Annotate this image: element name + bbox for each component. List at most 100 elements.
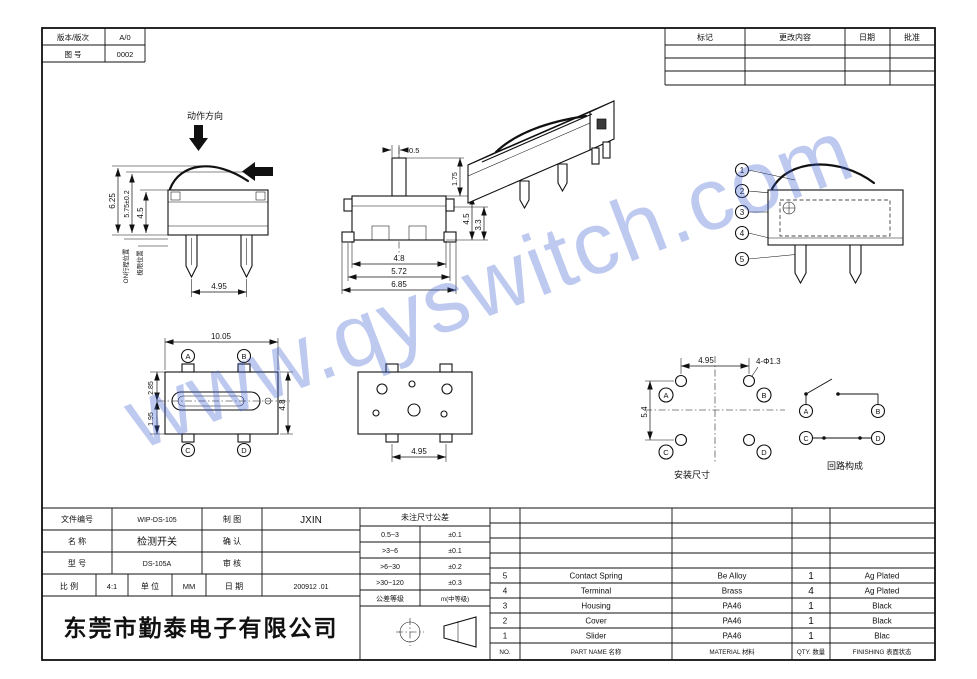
- top-slot: [481, 113, 593, 163]
- lever-arm: [770, 163, 876, 191]
- bom-cell: Ag Plated: [865, 572, 900, 581]
- bom-cell: 4: [808, 586, 814, 597]
- view-front: 0.5 1.75 4.5 3.3 4.8 5.72 6.85: [341, 145, 488, 294]
- bom-header-qty: QTY. 数量: [797, 647, 826, 656]
- drawn-value: JXIN: [300, 515, 322, 526]
- dim-leg: 3.3: [474, 219, 483, 231]
- view-isometric: [467, 100, 615, 210]
- arrow-left-icon: [242, 162, 273, 181]
- node-d-label: D: [875, 436, 880, 443]
- dim-tab-pitch: 4.95: [411, 447, 427, 456]
- switch-base-2: [357, 371, 473, 435]
- pad-d-marker: [756, 444, 772, 460]
- balloon-4-number: 4: [740, 229, 745, 238]
- node-a-marker: [798, 403, 814, 419]
- bom-cell: 3: [503, 602, 508, 611]
- dim-actuator: 1.75: [452, 172, 459, 186]
- mounting-caption: 安装尺寸: [674, 469, 710, 480]
- dim-hole-pitch: 4.95: [698, 356, 714, 365]
- bom-cell: 1: [808, 571, 814, 582]
- file-no-value: WIP-DS-105: [137, 517, 176, 524]
- pad-a-marker: [658, 387, 674, 403]
- terminal-d-label: D: [241, 446, 247, 455]
- title-block: 文件编号 WIP-DS-105 制 图 JXIN 名 称 检测开关 确 认 型 …: [42, 507, 935, 660]
- pad-c-label: C: [663, 448, 669, 457]
- drawing-no-value: 0002: [117, 50, 134, 59]
- pad-b-marker: [756, 387, 772, 403]
- date-value: 200912 .01: [293, 584, 328, 591]
- revision-col-date: 日期: [859, 33, 875, 42]
- terminal-c-marker: [180, 442, 196, 458]
- unit-value: MM: [183, 582, 196, 591]
- terminal-a-label: A: [185, 352, 190, 361]
- dim-width-1: 4.8: [393, 254, 405, 263]
- bom-cell: 4: [503, 587, 508, 596]
- part-name-value: 检测开关: [137, 535, 177, 548]
- part-name-label: 名 称: [68, 536, 86, 546]
- balloon-1: [734, 162, 750, 178]
- balloon-5-number: 5: [740, 255, 745, 264]
- revision-table: 标记 更改内容 日期 批准: [664, 28, 935, 86]
- dim-offset: 0.5: [409, 146, 419, 155]
- bom-header-no: NO.: [499, 649, 510, 656]
- file-no-label: 文件编号: [61, 514, 93, 524]
- bom-cell: PA46: [723, 632, 743, 641]
- terminal-a-marker: [180, 348, 196, 364]
- mount-hole: [742, 433, 756, 447]
- tol-value-2: ±0.1: [448, 548, 462, 555]
- switch-body-front: [351, 195, 447, 241]
- version-value: A/0: [119, 33, 130, 42]
- balloon-2-number: 2: [740, 187, 745, 196]
- terminal-d-marker: [236, 442, 252, 458]
- pad-b-label: B: [761, 391, 766, 400]
- pad-a-label: A: [663, 391, 668, 400]
- version-table: 版本/版次 A/0 图 号 0002: [42, 28, 146, 63]
- dim-pin-pitch: 4.95: [211, 282, 227, 291]
- balloon-3: [734, 204, 750, 220]
- bom-cell: Black: [872, 602, 893, 611]
- switch-body: [767, 189, 904, 246]
- bom-header-finishing: FINISHING 表面状态: [853, 647, 912, 656]
- bom-cell: Blac: [874, 632, 890, 641]
- bom-cell: Be Alloy: [718, 572, 747, 581]
- dim-depth: 4.8: [278, 399, 287, 411]
- tol-value-4: ±0.3: [448, 580, 462, 587]
- bom-cell: Slider: [586, 632, 607, 641]
- dim-body: 4.5: [462, 213, 471, 225]
- node-d-marker: [870, 430, 886, 446]
- tol-value-1: ±0.1: [448, 532, 462, 539]
- bom-cell: 1: [808, 601, 814, 612]
- company-name: 东莞市勤泰电子有限公司: [64, 615, 339, 641]
- scale-value: 4:1: [107, 582, 117, 591]
- version-label: 版本/版次: [57, 32, 90, 42]
- terminal-pin: [849, 244, 862, 285]
- dim-body-height: 4.5: [136, 207, 145, 219]
- pad-c-marker: [658, 444, 674, 460]
- balloon-5: [734, 251, 750, 267]
- bom-cell: Terminal: [581, 587, 611, 596]
- bom-cell: Ag Plated: [865, 587, 900, 596]
- dim-total-height: 6.25: [108, 193, 117, 209]
- limit-position-label: 极限位置: [135, 250, 144, 275]
- terminal-pin: [519, 180, 530, 210]
- bom-cell: PA46: [723, 602, 743, 611]
- tol-range-3: >6~30: [380, 564, 400, 571]
- view-bottom: 10.05 A B C D 2.85 1.95 4.8: [148, 332, 293, 458]
- bom-cell: Brass: [722, 587, 742, 596]
- lever-arm: [168, 165, 250, 191]
- bom-cell: 5: [503, 572, 508, 581]
- bom-cell: Black: [872, 617, 893, 626]
- model-label: 型 号: [68, 559, 86, 568]
- check-label: 审 核: [223, 558, 241, 568]
- mount-hole: [674, 433, 688, 447]
- unit-label: 单 位: [141, 581, 159, 591]
- switch-body: [167, 189, 269, 236]
- drawing-no-label: 图 号: [64, 50, 81, 59]
- terminal-pin: [557, 163, 568, 193]
- node-b-label: B: [876, 409, 881, 416]
- node-c-label: C: [803, 436, 808, 443]
- bom-cell: 2: [503, 617, 508, 626]
- dim-upper: 2.85: [148, 381, 155, 395]
- confirm-label: 确 认: [223, 536, 241, 546]
